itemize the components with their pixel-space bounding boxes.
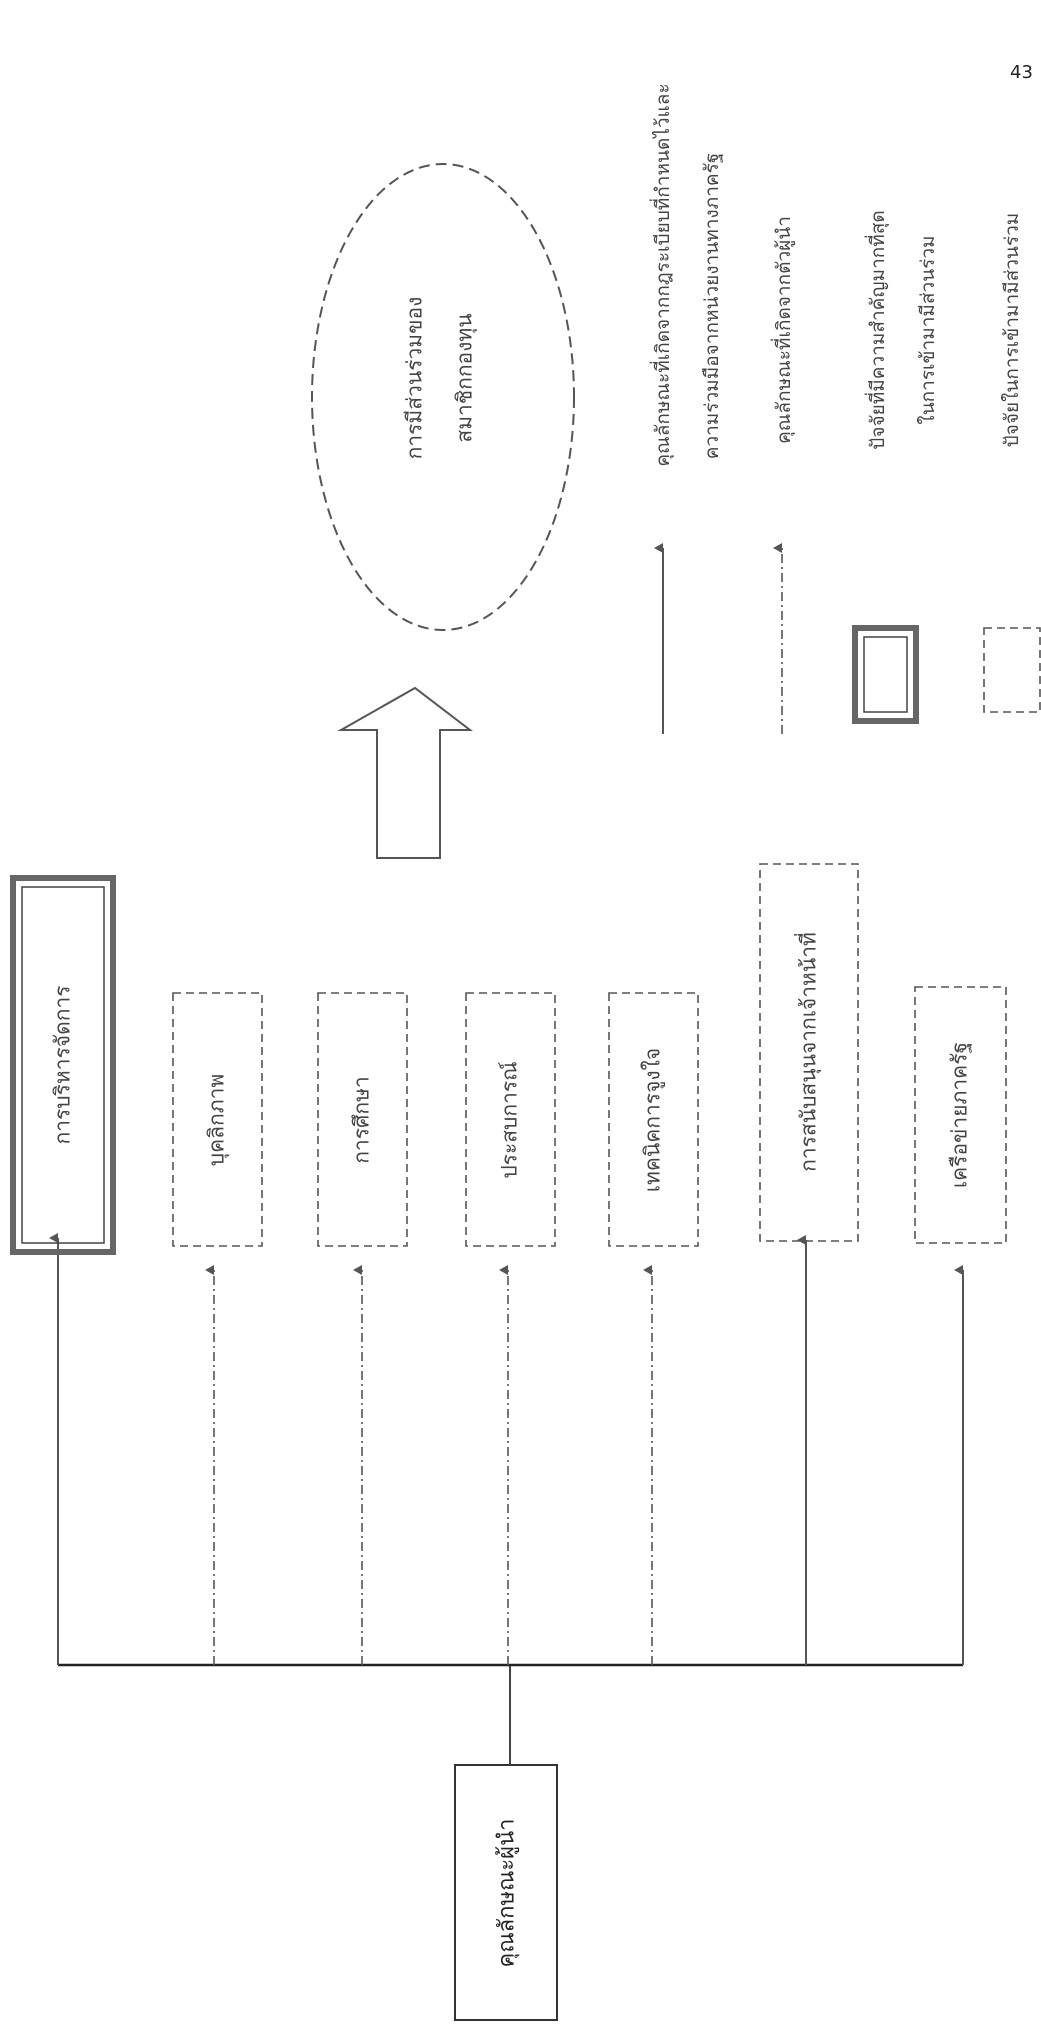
box-management-outer — [10, 875, 116, 1255]
legend-dashed-box-label: ปัจจัยในการเข้ามามีส่วนร่วม — [1001, 212, 1023, 448]
box-personality — [172, 992, 263, 1247]
outcome-ellipse — [311, 163, 575, 631]
box-management-inner — [21, 886, 105, 1244]
outcome-label-line1: การมีส่วนร่วมของ — [402, 296, 427, 460]
factor-label-personality: บุคลิกภาพ — [204, 1073, 229, 1167]
legend-double-box-outer — [852, 625, 919, 724]
page-number: 43 — [1010, 62, 1033, 83]
legend-solid-label-line1: คุณลักษณะที่เกิดจากกฎระเบียบที่กำหนดไว้แ… — [652, 83, 674, 467]
box-state-network — [914, 986, 1007, 1244]
legend-dashdot-label: คุณลักษณะที่เกิดจากตัวผู้นำ — [773, 216, 795, 444]
factor-label-officer-support: การสนับสนุนจากเจ้าหน้าที่ — [796, 932, 821, 1172]
leader-label: คุณลักษณะผู้นำ — [494, 1818, 520, 1968]
box-education — [317, 992, 408, 1247]
box-officer-support — [759, 863, 859, 1242]
factor-label-motivation: เทคนิคการจูงใจ — [640, 1047, 665, 1193]
legend-double-box-inner — [863, 636, 908, 713]
outcome-label-line2: สมาชิกกองทุน — [452, 313, 477, 443]
factor-label-state-network: เครือข่ายภาครัฐ — [947, 1041, 972, 1189]
leader-box — [454, 1764, 558, 2021]
factor-label-education: การศึกษา — [349, 1076, 374, 1164]
legend-double-box-label-line1: ปัจจัยที่มีความสำคัญมากที่สุด — [867, 210, 889, 450]
legend-solid-label-line2: ความร่วมมือจากหน่วยงานทางภาครัฐ — [701, 152, 723, 460]
factor-label-experience: ประสบการณ์ — [497, 1061, 522, 1179]
legend-dashed-box — [983, 627, 1041, 713]
factor-label-management: การบริหารจัดการ — [50, 985, 75, 1145]
big-up-arrow — [337, 686, 473, 859]
box-motivation — [608, 992, 699, 1247]
box-experience — [465, 992, 556, 1247]
legend-double-box-label-line2: ในการเข้ามามีส่วนร่วม — [917, 235, 939, 425]
